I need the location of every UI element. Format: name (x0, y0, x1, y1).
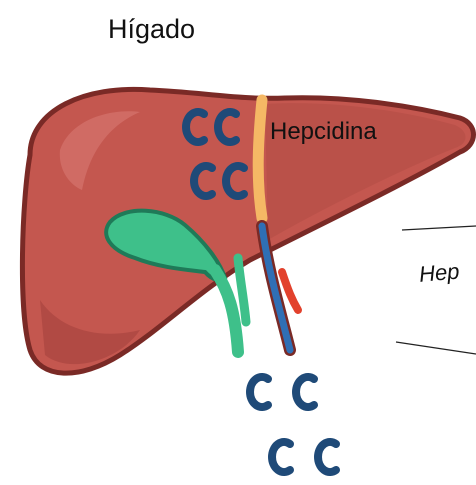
bile-duct-branch (238, 258, 246, 322)
hepcidina-label: Hepcidina (270, 118, 377, 146)
hepcidin-molecule-icon (250, 377, 268, 407)
pointer-line-lower (396, 342, 476, 354)
bile-duct (215, 270, 238, 352)
falciform-ligament (258, 100, 262, 218)
diagram-title: Hígado (108, 14, 195, 45)
hepcidin-molecule-icon (272, 442, 290, 472)
hepcidin-molecule-icon (318, 442, 336, 472)
hepcidin-molecule-icon (296, 377, 314, 407)
side-label-partial: Hep (418, 258, 460, 287)
liver-illustration (22, 89, 473, 373)
pointer-line-upper (402, 226, 476, 230)
